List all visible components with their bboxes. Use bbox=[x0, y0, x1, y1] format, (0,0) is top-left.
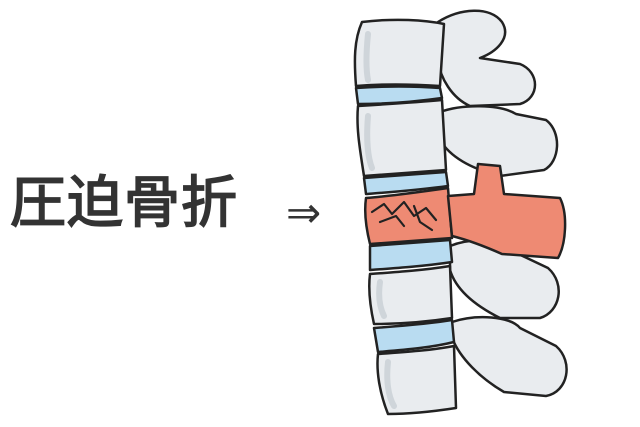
spinous-process-1 bbox=[436, 9, 537, 108]
vertebra-4 bbox=[367, 264, 454, 326]
fractured-pedicle bbox=[446, 162, 567, 260]
fractured-vertebra bbox=[363, 186, 454, 246]
disc-4 bbox=[372, 318, 456, 354]
spinous-process-2 bbox=[438, 104, 559, 178]
arrow-icon: ⇒ bbox=[286, 188, 322, 237]
crack-lines bbox=[370, 200, 438, 232]
spinous-process-4 bbox=[450, 316, 568, 398]
vertebra-5 bbox=[376, 344, 458, 416]
vertebra-1 bbox=[353, 18, 446, 88]
disc-1 bbox=[354, 85, 444, 106]
disc-2 bbox=[362, 170, 450, 196]
disc-3 bbox=[368, 238, 454, 272]
page-title: 圧迫骨折 bbox=[10, 171, 238, 236]
